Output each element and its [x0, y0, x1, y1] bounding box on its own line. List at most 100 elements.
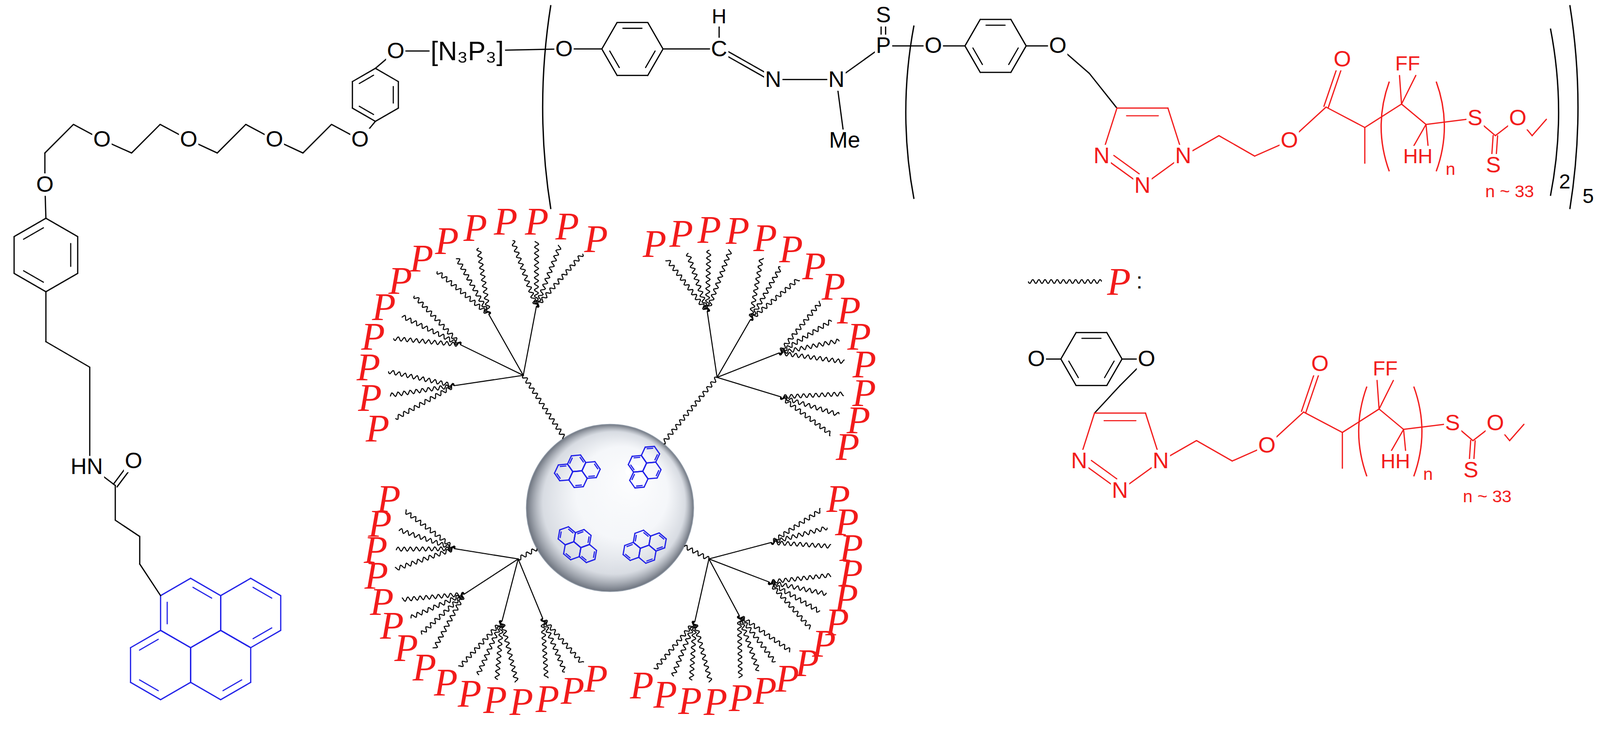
bond: [573, 532, 576, 543]
polymer-symbol: P: [834, 427, 861, 467]
wavy-link: [750, 266, 781, 320]
bond: [45, 218, 78, 237]
bond: [648, 536, 651, 546]
polymer-symbol: P: [456, 673, 483, 713]
bond: [352, 68, 376, 82]
polymer-symbol: P: [411, 647, 438, 687]
wavy-link: [663, 376, 717, 444]
wavy-link: [421, 593, 465, 635]
bond: [1378, 408, 1404, 430]
bracket: [1413, 386, 1423, 477]
bond: [502, 559, 519, 622]
bond: [622, 27, 642, 29]
brackets: [542, 5, 1579, 477]
bond: [565, 541, 575, 545]
bond: [573, 541, 581, 548]
wavy-link: [780, 391, 844, 399]
bond-lines: [14, 15, 1547, 700]
atom-label: O: [34, 173, 55, 196]
atom-label: HN: [69, 456, 104, 479]
wavy-link: [401, 315, 461, 345]
bond: [574, 486, 584, 488]
bond: [523, 306, 537, 376]
bond: [159, 595, 162, 630]
bond: [633, 533, 635, 543]
bond: [160, 630, 191, 648]
core-label: [N₃P₃]: [429, 37, 505, 65]
bond: [694, 559, 709, 622]
bond: [45, 273, 78, 292]
polymer-symbol: P: [582, 659, 609, 698]
bond: [572, 470, 582, 472]
bond: [220, 595, 222, 630]
wavy-link: [388, 370, 455, 387]
bond: [980, 18, 1011, 21]
wavy-link: [686, 253, 709, 312]
bond: [708, 542, 771, 560]
bond: [627, 544, 633, 547]
bond: [190, 578, 221, 596]
bond: [629, 557, 639, 561]
bracket: [542, 5, 551, 210]
bond: [375, 108, 399, 122]
atom-label: P: [874, 34, 892, 57]
bond: [654, 446, 660, 454]
repeat-index: n: [1444, 160, 1457, 179]
bond: [628, 456, 633, 465]
bond: [647, 49, 664, 76]
wavy-link: [536, 254, 584, 308]
bond: [571, 455, 581, 457]
bond: [641, 455, 647, 463]
wavy-links: [388, 240, 1102, 683]
wavy-link: [737, 615, 742, 678]
polymer-symbol: P: [364, 408, 391, 448]
bond: [45, 291, 47, 342]
bond: [114, 485, 117, 521]
bond: [634, 530, 644, 534]
atom-label: N: [1092, 144, 1111, 168]
bond: [1364, 127, 1366, 164]
bond: [1401, 103, 1426, 125]
bond: [351, 81, 354, 109]
bond: [253, 587, 273, 598]
bond: [518, 559, 543, 619]
bond: [375, 68, 399, 82]
bond: [139, 563, 161, 596]
atom-label: O: [264, 128, 285, 152]
polymer-symbol: P: [462, 208, 489, 248]
bond: [560, 531, 562, 538]
bond: [642, 462, 647, 472]
bond: [454, 375, 524, 386]
polymer-symbol: P: [727, 679, 754, 718]
bond: [554, 473, 561, 481]
wavy-link: [739, 615, 790, 653]
bond: [1426, 124, 1429, 146]
bond: [646, 448, 653, 449]
atom-label: N: [1151, 449, 1171, 473]
bond: [1106, 358, 1123, 386]
bond: [131, 124, 161, 154]
polymer-symbol: P: [583, 219, 610, 258]
bond: [630, 464, 635, 470]
wavy-link: [780, 396, 839, 416]
bond: [623, 554, 630, 561]
bond: [69, 243, 71, 267]
bond: [1008, 48, 1019, 65]
wavy-link: [395, 384, 455, 420]
bond: [633, 471, 643, 473]
bond: [575, 485, 582, 486]
bond: [633, 457, 640, 459]
wavy-link: [512, 240, 538, 307]
bond: [585, 461, 596, 463]
bond: [579, 457, 584, 463]
bond: [593, 551, 595, 558]
sphere: [526, 424, 694, 592]
polymer-symbol: P: [696, 210, 723, 250]
bond: [139, 680, 159, 691]
bond: [580, 544, 590, 548]
bond: [565, 553, 571, 558]
polymer-symbol: P: [668, 214, 695, 254]
wavy-link: [665, 260, 709, 312]
bond: [632, 455, 642, 457]
